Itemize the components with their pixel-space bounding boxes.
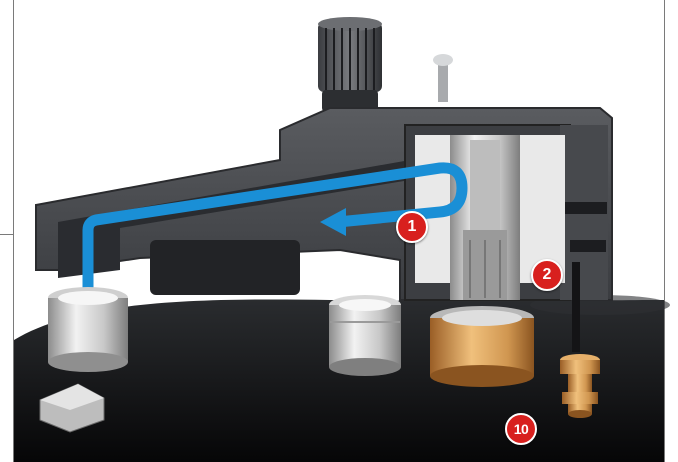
frame-right-border	[664, 0, 665, 462]
frame-left-border	[13, 0, 14, 235]
metal-block-icon	[39, 383, 105, 433]
middle-metal-cup-icon	[329, 295, 401, 376]
top-pin-icon	[433, 54, 453, 102]
brass-seat-icon	[430, 306, 534, 387]
callout-1: 1	[396, 211, 428, 243]
callout-10: 10	[505, 413, 537, 445]
frame-tick-left	[0, 234, 14, 235]
left-metal-cup-icon	[48, 287, 128, 372]
flow-channel	[82, 162, 468, 306]
flow-arrowhead	[320, 208, 346, 236]
frame-left-border-lower	[13, 234, 14, 462]
callout-2: 2	[531, 259, 563, 291]
ribbed-knob-icon	[318, 17, 382, 112]
side-screw-2	[570, 240, 606, 252]
brass-nipple-icon	[560, 354, 600, 418]
valve-spool-core	[470, 140, 500, 230]
vertical-rod	[572, 262, 580, 352]
arm-inner-slot	[150, 240, 300, 295]
side-screw	[565, 202, 607, 214]
